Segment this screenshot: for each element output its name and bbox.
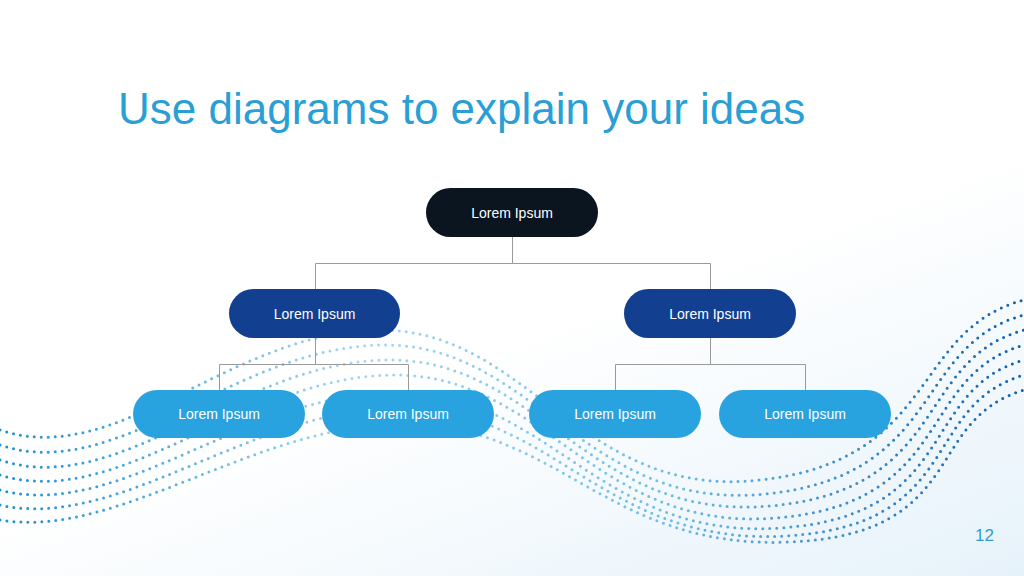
box-label: Lorem Ipsum xyxy=(764,406,846,422)
box-label: Lorem Ipsum xyxy=(178,406,260,422)
root-box: Lorem Ipsum xyxy=(426,188,598,237)
box-label: Lorem Ipsum xyxy=(574,406,656,422)
tree-connector xyxy=(616,338,711,390)
slide-title: Use diagrams to explain your ideas xyxy=(118,84,805,134)
leaf-box: Lorem Ipsum xyxy=(322,390,494,438)
box-label: Lorem Ipsum xyxy=(367,406,449,422)
tree-connector xyxy=(220,338,316,390)
wave-dots xyxy=(0,300,1024,542)
leaf-box: Lorem Ipsum xyxy=(133,390,305,438)
box-label: Lorem Ipsum xyxy=(471,205,553,221)
tree-connector xyxy=(316,338,409,390)
leaf-box: Lorem Ipsum xyxy=(719,390,891,438)
leaf-box: Lorem Ipsum xyxy=(529,390,701,438)
box-label: Lorem Ipsum xyxy=(274,306,356,322)
branch-box: Lorem Ipsum xyxy=(229,289,400,338)
box-label: Lorem Ipsum xyxy=(669,306,751,322)
tree-connector xyxy=(711,338,806,390)
tree-connector xyxy=(513,237,711,289)
branch-box: Lorem Ipsum xyxy=(624,289,796,338)
page-number: 12 xyxy=(975,526,994,546)
tree-connector xyxy=(316,237,513,289)
